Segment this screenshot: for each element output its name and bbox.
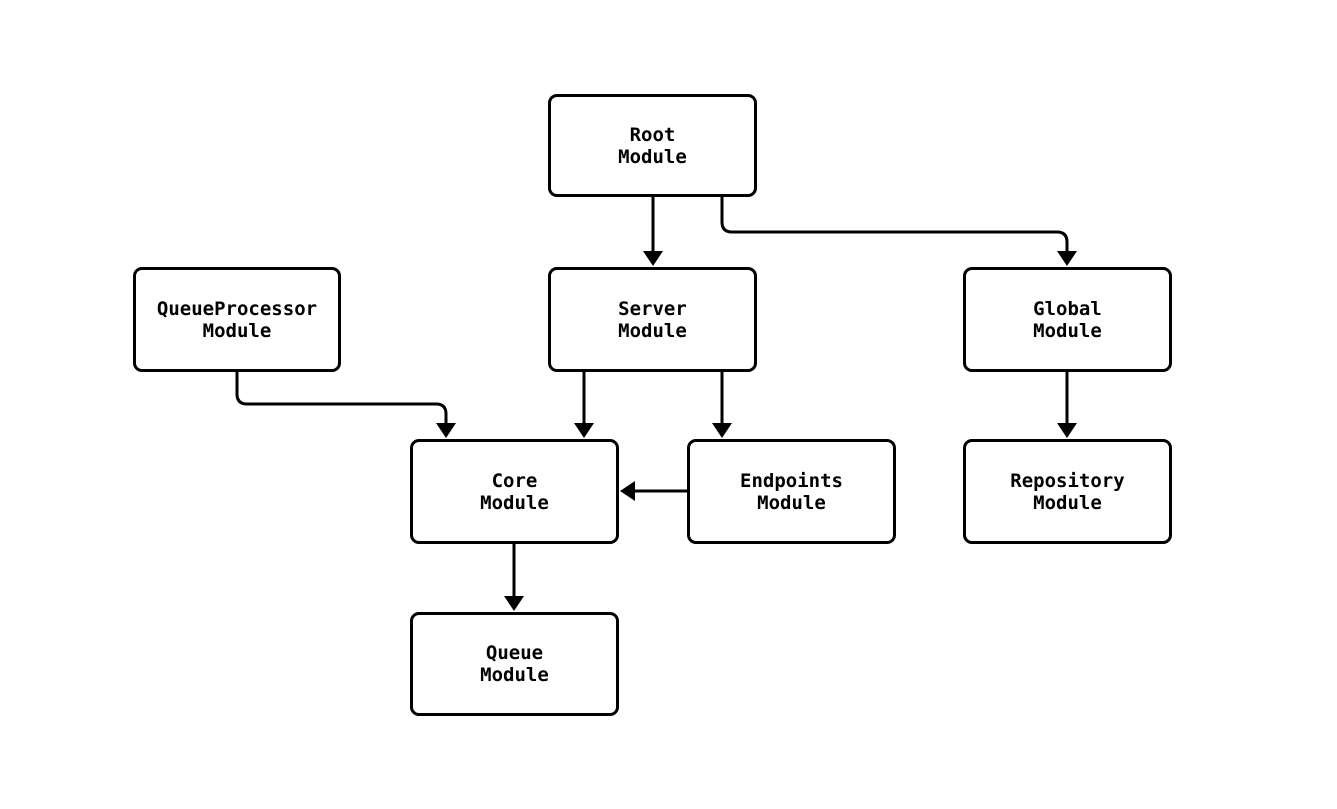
node-label: Core Module	[480, 469, 549, 514]
node-core-module: Core Module	[410, 439, 619, 544]
arrowhead-icon	[574, 423, 594, 438]
edge-root-to-server	[643, 197, 663, 266]
edge-server-to-core	[574, 372, 594, 438]
edge-line	[235, 372, 448, 424]
node-label: Repository Module	[1010, 469, 1125, 514]
edge-line	[720, 197, 1069, 252]
node-label: Queue Module	[480, 642, 549, 686]
arrowhead-icon	[436, 423, 456, 438]
node-label: Global Module	[1033, 297, 1102, 342]
node-server-module: Server Module	[548, 267, 757, 372]
node-queueprocessor-module: QueueProcessor Module	[133, 267, 341, 372]
arrowhead-icon	[620, 481, 635, 501]
node-root-module: Root Module	[548, 94, 757, 197]
edge-queueprocessor-to-core	[235, 372, 456, 438]
arrowhead-icon	[1057, 251, 1077, 266]
node-label: Endpoints Module	[740, 469, 843, 514]
edge-endpoints-to-core	[620, 481, 687, 501]
edge-server-to-endpoints	[712, 372, 732, 438]
arrowhead-icon	[643, 251, 663, 266]
node-label: Root Module	[618, 123, 687, 168]
edge-global-to-repository	[1057, 372, 1077, 438]
node-global-module: Global Module	[963, 267, 1172, 372]
node-queue-module: Queue Module	[410, 612, 619, 716]
arrowhead-icon	[1057, 423, 1077, 438]
node-repository-module: Repository Module	[963, 439, 1172, 544]
edge-core-to-queue	[504, 544, 524, 611]
arrowhead-icon	[504, 596, 524, 611]
node-endpoints-module: Endpoints Module	[687, 439, 896, 544]
arrowhead-icon	[712, 423, 732, 438]
edge-root-to-global	[720, 197, 1077, 266]
node-label: QueueProcessor Module	[156, 297, 318, 342]
node-label: Server Module	[618, 297, 687, 342]
